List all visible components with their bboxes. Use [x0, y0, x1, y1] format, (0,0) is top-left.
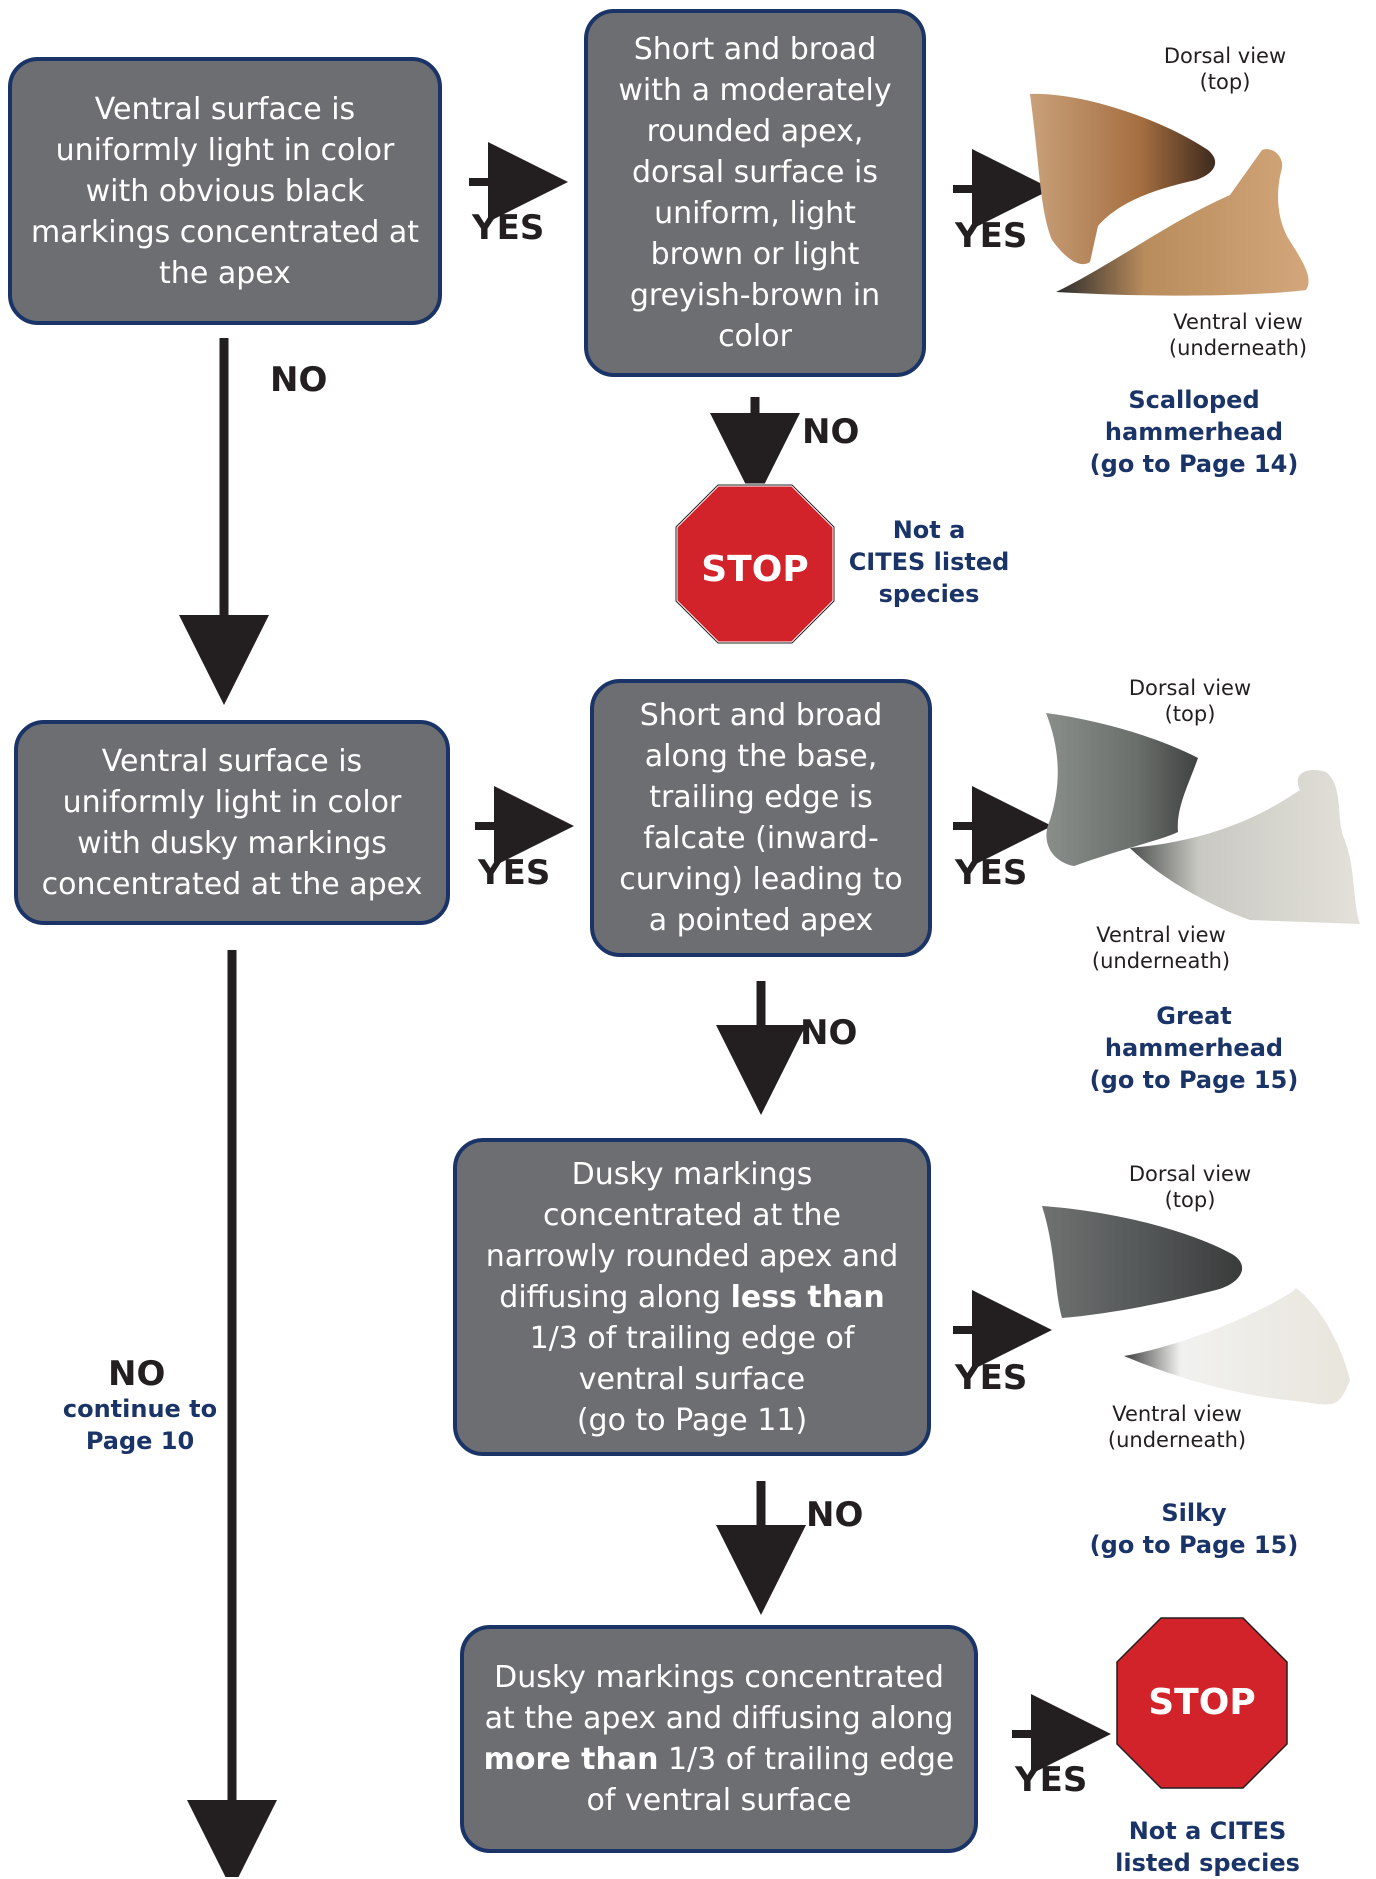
yes-label: YES: [1015, 1760, 1088, 1800]
ventral-view-caption: Ventral view (underneath): [1168, 310, 1308, 360]
yes-label: YES: [478, 853, 551, 893]
decision-text: Short and broad with a moderately rounde…: [618, 32, 892, 354]
yes-label: YES: [955, 216, 1028, 256]
species-great-hammerhead: Great hammerhead (go to Page 15): [1089, 1002, 1299, 1094]
decision-text: Short and broad along the base, trailing…: [619, 698, 903, 938]
decision-box-dusky-markings: Ventral surface is uniformly light in co…: [14, 720, 450, 925]
decision-box-black-markings: Ventral surface is uniformly light in co…: [8, 57, 442, 325]
stop-sign-2: [1116, 1617, 1288, 1789]
yes-label: YES: [472, 208, 545, 248]
dorsal-view-caption: Dorsal view (top): [1128, 1162, 1252, 1212]
yes-label: YES: [955, 1358, 1028, 1398]
fin-photo-scalloped: [1030, 93, 1309, 296]
decision-box-falcate: Short and broad along the base, trailing…: [590, 679, 932, 957]
continue-page-note: continue to Page 10: [62, 1395, 218, 1455]
decision-text: Ventral surface is uniformly light in co…: [41, 743, 423, 902]
page-reference: (go to Page 11): [576, 1402, 808, 1438]
fin-photo-silky: [1042, 1206, 1350, 1405]
no-label: NO: [108, 1354, 166, 1394]
no-label: NO: [806, 1495, 864, 1535]
dorsal-view-caption: Dorsal view (top): [1163, 44, 1287, 94]
decision-text: Ventral surface is uniformly light in co…: [30, 91, 420, 291]
no-label: NO: [270, 360, 328, 400]
no-label: NO: [800, 1013, 858, 1053]
species-silky: Silky (go to Page 15): [1089, 1499, 1299, 1559]
decision-box-more-than-third: Dusky markings concentrated at the apex …: [460, 1625, 978, 1853]
no-label: NO: [802, 412, 860, 452]
decision-text: Dusky markings concentrated at the narro…: [475, 1154, 909, 1441]
dorsal-view-caption: Dorsal view (top): [1128, 676, 1252, 726]
not-cites-note: Not a CITES listed species: [1115, 1817, 1300, 1877]
stop-sign-text: STOP: [1148, 1682, 1256, 1723]
decision-box-less-than-third: Dusky markings concentrated at the narro…: [453, 1138, 931, 1456]
ventral-view-caption: Ventral view (underneath): [1091, 923, 1231, 973]
fin-photo-great: [1046, 713, 1360, 924]
yes-label: YES: [955, 853, 1028, 893]
stop-sign-1: [674, 483, 836, 645]
species-scalloped-hammerhead: Scalloped hammerhead (go to Page 14): [1089, 386, 1299, 478]
decision-text: Dusky markings concentrated at the apex …: [483, 1660, 955, 1818]
ventral-view-caption: Ventral view (underneath): [1107, 1402, 1247, 1452]
not-cites-note: Not a CITES listed species: [848, 516, 1010, 608]
stop-sign-text: STOP: [701, 549, 809, 590]
decision-box-short-broad-rounded: Short and broad with a moderately rounde…: [584, 9, 926, 377]
